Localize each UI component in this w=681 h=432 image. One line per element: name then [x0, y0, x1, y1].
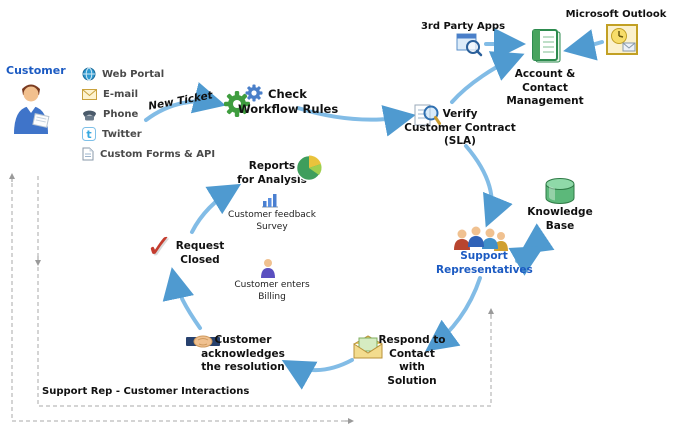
customer-label: Customer [6, 64, 66, 77]
arrow-ack-to-closed [162, 267, 202, 330]
request-closed-line2: Closed [180, 253, 220, 266]
arrow-closed-to-reports [190, 183, 242, 234]
channel-web-portal: Web Portal [82, 64, 215, 84]
outlook-icon [606, 24, 638, 59]
check-workflow-line2: Workflow Rules [238, 101, 339, 116]
channel-list: Web Portal E-mail Phone t Twitter [82, 64, 215, 164]
channel-phone: Phone [82, 104, 215, 124]
reports-line1: Reports [248, 160, 296, 172]
arrow-new-ticket [144, 82, 226, 122]
respond-node: Respond to Contact with Solution [375, 334, 449, 389]
channel-label: Web Portal [102, 68, 165, 80]
arrow-verify-to-support [464, 144, 513, 228]
dashed-boundary [11, 176, 492, 422]
kb-line2: Base [545, 219, 575, 232]
gears-icon [222, 82, 264, 124]
acknowledge-node: Customer acknowledges the resolution [197, 334, 289, 375]
acknowledge-line2: acknowledges [201, 347, 285, 360]
red-check-icon: ✓ [146, 227, 173, 265]
phone-icon [83, 110, 96, 120]
third-party-apps-icon [456, 32, 483, 61]
account-contact-node: Account & Contact Management [497, 68, 593, 109]
billing-node: Customer enters Billing [228, 280, 316, 303]
handshake-icon [186, 328, 220, 358]
billing-line2: Billing [258, 291, 286, 302]
acknowledge-line3: the resolution [201, 361, 285, 374]
channel-twitter: t Twitter [82, 124, 215, 144]
arrow-check-to-verify [296, 105, 416, 137]
check-workflow-node: Check Workflow Rules [238, 87, 353, 117]
arrow-outlook-to-account [563, 29, 604, 61]
flow-arrow-paths [144, 28, 604, 390]
custom-forms-icon [82, 147, 94, 161]
respond-line1: Respond to [378, 334, 446, 346]
arrow-support-to-kb [508, 246, 545, 276]
verify-icon [414, 104, 441, 131]
channel-label: Twitter [102, 128, 142, 140]
check-workflow-line1: Check [268, 87, 307, 101]
account-line2: Management [506, 95, 584, 108]
channel-label: Custom Forms & API [100, 148, 216, 160]
billing-line1: Customer enters [234, 280, 310, 290]
third-party-apps-label: 3rd Party Apps [420, 21, 506, 32]
outlook-label: Microsoft Outlook [565, 9, 667, 20]
request-closed-node: Request Closed [170, 240, 230, 267]
customer-icon [8, 82, 54, 138]
kb-line1: Knowledge [527, 206, 593, 218]
knowledge-base-icon [543, 176, 577, 210]
twitter-icon: t [82, 127, 96, 141]
channel-label: E-mail [103, 88, 139, 100]
respond-envelope-icon [352, 334, 384, 364]
support-reps-icon [450, 224, 510, 258]
account-contact-icon [528, 28, 562, 68]
support-reps-node: Support Representatives [436, 250, 533, 277]
channel-email: E-mail [82, 84, 215, 104]
respond-line2: Contact [389, 347, 435, 360]
verify-line1: Verify [442, 108, 478, 120]
arrow-respond-to-ack [281, 358, 354, 390]
bar-chart-icon [261, 192, 279, 212]
support-line1: Support [460, 250, 508, 262]
arrow-support-to-respond [425, 276, 482, 352]
acknowledge-line1: Customer [214, 334, 272, 346]
dashed-arrowheads [9, 173, 494, 424]
verify-node: Verify Customer Contract (SLA) [401, 108, 519, 149]
verify-line2: Customer Contract [404, 121, 516, 134]
svg-text:t: t [86, 128, 91, 141]
feedback-line2: Survey [256, 221, 288, 232]
reports-line2: for Analysis [237, 173, 307, 186]
account-line1: Account & Contact [514, 68, 576, 94]
web-portal-icon [82, 67, 96, 81]
channel-custom-forms: Custom Forms & API [82, 144, 215, 164]
feedback-survey-node: Customer feedback Survey [224, 210, 320, 233]
support-line2: Representatives [436, 263, 533, 276]
verify-line3: (SLA) [444, 135, 476, 148]
reports-node: Reports for Analysis [237, 160, 307, 187]
channel-label: Phone [103, 108, 139, 120]
billing-person-icon [259, 258, 277, 283]
email-icon [82, 88, 97, 100]
request-closed-line1: Request [175, 240, 225, 252]
knowledge-base-node: Knowledge Base [524, 206, 596, 233]
respond-line3: with Solution [387, 361, 437, 387]
feedback-line1: Customer feedback [228, 210, 316, 220]
interactions-boundary-label: Support Rep - Customer Interactions [42, 386, 250, 397]
pie-chart-icon [295, 154, 323, 186]
